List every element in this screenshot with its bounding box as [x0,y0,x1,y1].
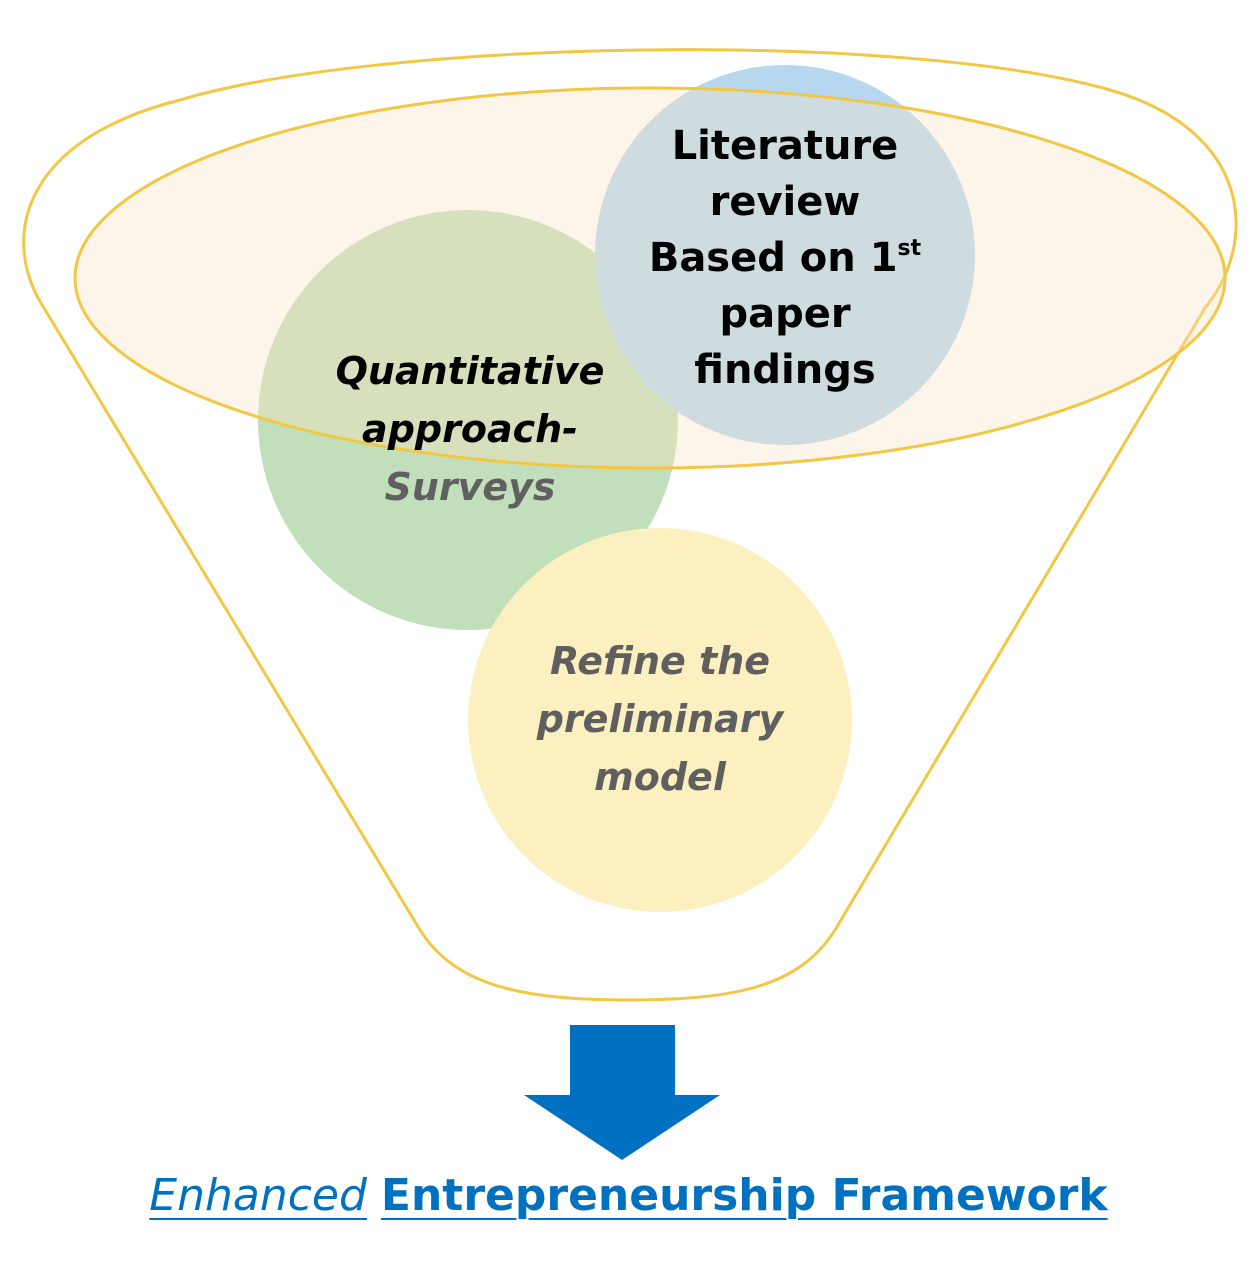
refine-circle [468,528,852,912]
down-arrow-icon [524,1025,720,1160]
approach-label: approach- [362,407,578,451]
output-caption: Enhanced Entrepreneurship Framework [0,1170,1257,1221]
surveys-label: Surveys [384,465,556,509]
caption-enhanced: Enhanced [149,1170,367,1221]
quantitative-circle [258,210,678,630]
caption-framework: Entrepreneurship Framework [380,1170,1108,1221]
literature-circle [595,65,975,445]
quantitative-label: Quantitative [335,349,605,393]
refine-model-label: Refine the preliminary model [536,639,784,799]
literature-review-label: Literature review Based on 1st paper fin… [648,123,922,393]
funnel-rim [73,86,1227,470]
